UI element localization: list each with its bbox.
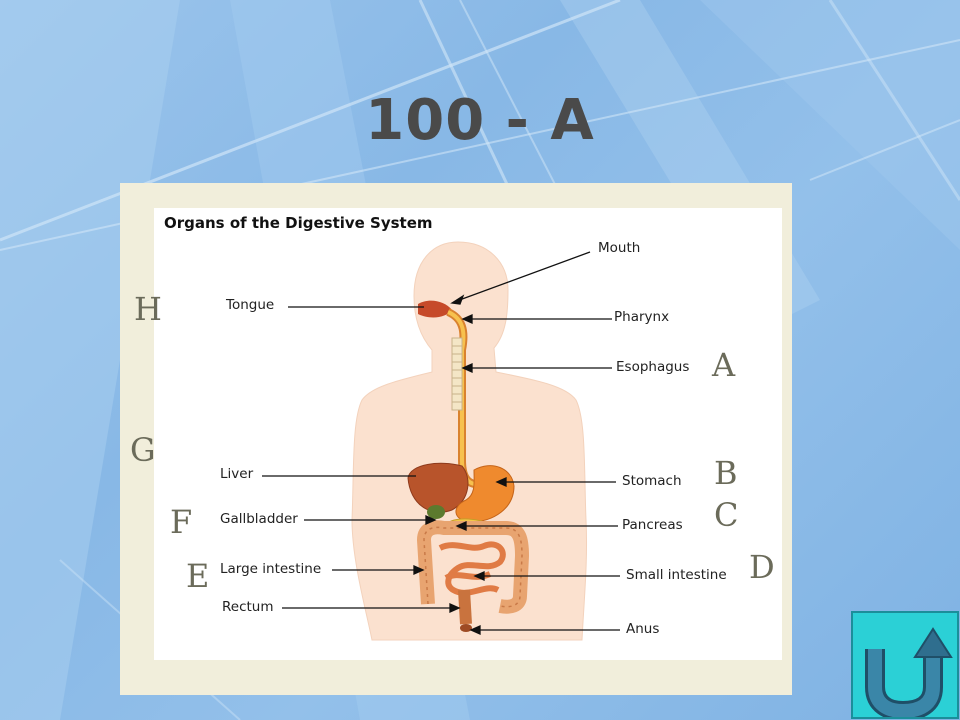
- answer-letter-g: G: [130, 431, 156, 469]
- liver-shape: [407, 462, 469, 513]
- label-gallbladder: Gallbladder: [220, 511, 298, 527]
- answer-letter-c: C: [714, 496, 739, 534]
- answer-letter-f: F: [170, 503, 193, 541]
- rectum-shape: [458, 589, 472, 625]
- label-tongue: Tongue: [226, 297, 275, 313]
- gallbladder-shape: [427, 505, 445, 519]
- answer-letter-d: D: [749, 548, 775, 586]
- mouth-shape: [418, 300, 452, 318]
- diagram-title: Organs of the Digestive System: [164, 214, 433, 232]
- slide-title: 100 - A: [365, 88, 595, 153]
- trachea-shape: [451, 337, 463, 411]
- u-turn-arrow-icon: [865, 627, 953, 717]
- body-silhouette: [351, 241, 588, 641]
- label-small-intestine: Small intestine: [626, 567, 727, 583]
- label-pharynx: Pharynx: [614, 309, 670, 325]
- answer-letter-b: B: [714, 454, 738, 492]
- mouth-pointer: [453, 251, 591, 303]
- label-esophagus: Esophagus: [616, 359, 690, 375]
- label-rectum: Rectum: [222, 599, 274, 615]
- answer-letter-a: A: [712, 346, 736, 384]
- anus-shape: [460, 624, 472, 632]
- return-button[interactable]: [851, 611, 959, 719]
- label-stomach: Stomach: [622, 473, 682, 489]
- label-anus: Anus: [626, 621, 660, 637]
- answer-letter-h: H: [134, 290, 162, 328]
- label-mouth: Mouth: [598, 240, 641, 256]
- label-pancreas: Pancreas: [622, 517, 683, 533]
- answer-letter-e: E: [186, 557, 210, 595]
- label-liver: Liver: [220, 466, 254, 482]
- label-large-intestine: Large intestine: [220, 561, 322, 577]
